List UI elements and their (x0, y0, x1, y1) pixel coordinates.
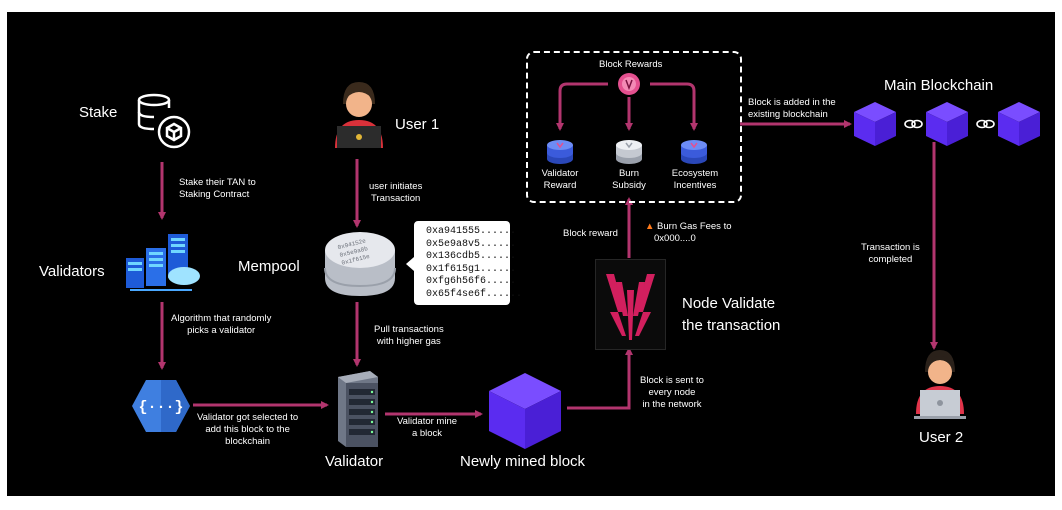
chain-block-1 (854, 102, 896, 146)
main-blockchain-title: Main Blockchain (884, 77, 994, 94)
mempool-hash-list: 0xa941555...... 0x5e9a8v5...... 0x136cdb… (406, 221, 523, 305)
hash-line: 0x1f615g1...... (426, 263, 517, 275)
validators-label: Validators (39, 263, 105, 280)
hash-line: 0xa941555...... (426, 226, 517, 237)
mempool-disk-icon: 0x94152e 0x5e9a8b 0x1f615e (324, 232, 396, 296)
chain-link-icon (904, 119, 923, 129)
server-rack-icon (126, 234, 200, 291)
blue-coin-stack-icon (681, 140, 707, 164)
user-laptop-icon (335, 82, 383, 148)
hash-line: 0x136cdb5...... (426, 251, 517, 262)
mined-block-label: Newly mined block (460, 453, 586, 470)
chain-block-2 (926, 102, 968, 146)
user-laptop-icon (914, 350, 966, 419)
svg-text:{···}: {···} (138, 399, 183, 416)
server-tower-icon (338, 371, 378, 447)
flow-arrows (158, 82, 938, 418)
validator-label: Validator (325, 453, 384, 470)
function-hexagon-icon: {···} (132, 380, 190, 432)
fire-icon: ▲ (645, 221, 655, 232)
hash-line: 0x65f4se6f...... (426, 288, 523, 300)
purple-cube-icon (489, 373, 561, 449)
blue-coin-stack-icon (547, 140, 573, 164)
hash-line: 0xfg6h56f6..... (426, 276, 517, 287)
node-logo-icon (606, 274, 655, 340)
block-rewards-title: Block Rewards (599, 59, 663, 70)
block-reward-label: Block reward (563, 228, 618, 239)
reward-token-icon (618, 73, 640, 95)
block-rewards-box (526, 51, 742, 203)
chain-block-3 (998, 102, 1040, 146)
blockchain-cubes (854, 102, 1040, 146)
chain-link-icon (976, 119, 995, 129)
stake-label: Stake (79, 104, 118, 121)
arrow-reward-right (650, 82, 698, 131)
user2-label: User 2 (919, 429, 964, 446)
node-logo-frame (595, 259, 666, 350)
database-cube-icon (137, 93, 191, 149)
hash-line: 0x5e9a8v5...... (426, 238, 517, 250)
arrow-reward-left (556, 82, 608, 131)
burn-note: ▲ Burn Gas Fees to 0x000....0 (645, 221, 732, 244)
white-coin-stack-icon (616, 140, 642, 164)
arrow-block-to-node (567, 347, 633, 410)
mempool-label: Mempool (238, 258, 300, 275)
user1-label: User 1 (395, 116, 440, 133)
